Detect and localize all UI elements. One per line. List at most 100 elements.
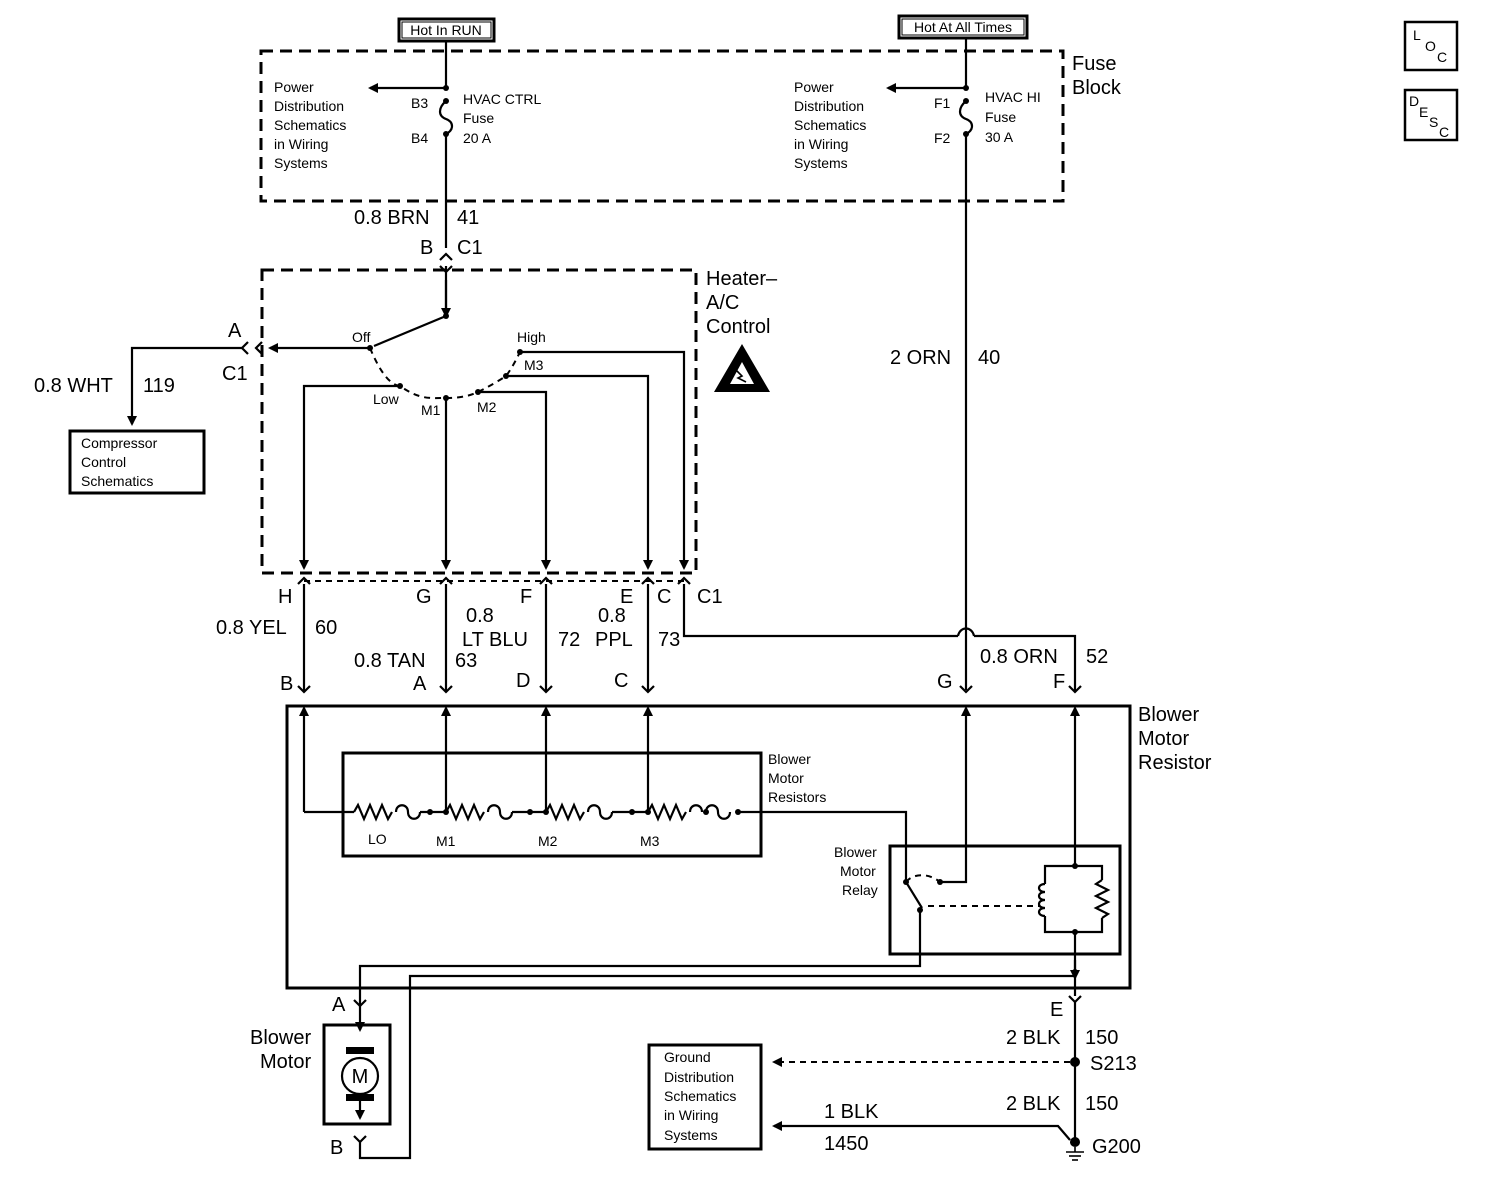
svg-text:Schematics: Schematics xyxy=(794,117,866,133)
svg-text:HVAC HI: HVAC HI xyxy=(985,89,1041,105)
svg-text:D: D xyxy=(516,670,530,692)
svg-text:A: A xyxy=(332,994,346,1016)
svg-text:Power: Power xyxy=(274,79,314,95)
blower-motor-resistor: Blower Motor Resistor Blower Motor Resis… xyxy=(285,704,1212,1160)
desc-button[interactable]: D E S C xyxy=(1403,88,1459,142)
svg-text:B3: B3 xyxy=(411,95,428,111)
wire-119-wht: A C1 0.8 WHT 119 xyxy=(34,320,263,426)
svg-text:B: B xyxy=(330,1137,343,1159)
svg-text:Relay: Relay xyxy=(842,882,878,898)
fuse-block: Fuse Block Power Distribution Schematics… xyxy=(259,38,1122,203)
svg-text:B: B xyxy=(420,237,433,259)
svg-text:Low: Low xyxy=(373,391,400,407)
svg-text:Fuse: Fuse xyxy=(985,109,1016,125)
svg-text:20 A: 20 A xyxy=(463,130,492,146)
svg-text:150: 150 xyxy=(1085,1093,1118,1115)
svg-text:C: C xyxy=(614,670,628,692)
hot-at-all-times-label: Hot At All Times xyxy=(897,14,1029,40)
svg-text:0.8 TAN: 0.8 TAN xyxy=(354,650,426,672)
svg-text:C: C xyxy=(1437,49,1447,65)
svg-text:Motor: Motor xyxy=(260,1051,311,1073)
svg-text:PPL: PPL xyxy=(595,629,633,651)
svg-text:Control: Control xyxy=(81,454,126,470)
power-distribution-ref-left[interactable]: Power Distribution Schematics in Wiring … xyxy=(274,79,346,171)
svg-text:2 BLK: 2 BLK xyxy=(1006,1027,1061,1049)
svg-text:Block: Block xyxy=(1072,77,1122,99)
svg-text:L: L xyxy=(1413,27,1421,43)
svg-text:B: B xyxy=(280,673,293,695)
svg-text:E: E xyxy=(1050,999,1063,1021)
svg-text:G: G xyxy=(937,671,953,693)
svg-text:A: A xyxy=(413,673,427,695)
svg-text:Hot At All Times: Hot At All Times xyxy=(914,19,1012,35)
svg-text:Systems: Systems xyxy=(664,1127,718,1143)
blower-resistor-connector: B A D C G F xyxy=(280,670,1082,695)
svg-text:Schematics: Schematics xyxy=(274,117,346,133)
svg-text:30 A: 30 A xyxy=(985,129,1014,145)
svg-text:2 BLK: 2 BLK xyxy=(1006,1093,1061,1115)
svg-text:72: 72 xyxy=(558,629,580,651)
hot-in-run-label: Hot In RUN xyxy=(397,17,496,43)
svg-text:Blower: Blower xyxy=(834,844,877,860)
svg-text:in Wiring: in Wiring xyxy=(274,136,328,152)
svg-text:H: H xyxy=(278,586,292,608)
svg-text:Motor: Motor xyxy=(768,770,804,786)
svg-text:40: 40 xyxy=(978,347,1000,369)
svg-text:C1: C1 xyxy=(222,363,248,385)
svg-text:0.8 WHT: 0.8 WHT xyxy=(34,375,113,397)
loc-button[interactable]: L O C xyxy=(1403,20,1459,72)
svg-text:D: D xyxy=(1409,93,1419,109)
wire-63-tan: 0.8 TAN 63 xyxy=(354,584,477,692)
svg-text:O: O xyxy=(1425,38,1436,54)
blower-motor: Blower Motor A B M xyxy=(250,994,392,1159)
heater-control-c1-connector: H G F E C C1 xyxy=(278,576,723,608)
hvac-hi-fuse: F1 F2 HVAC HI Fuse 30 A xyxy=(886,38,1041,146)
svg-text:M2: M2 xyxy=(477,399,497,415)
svg-text:F: F xyxy=(1053,671,1065,693)
svg-text:Distribution: Distribution xyxy=(274,98,344,114)
svg-text:1450: 1450 xyxy=(824,1133,869,1155)
svg-text:Systems: Systems xyxy=(794,155,848,171)
svg-text:60: 60 xyxy=(315,617,337,639)
svg-text:C: C xyxy=(657,586,671,608)
svg-text:in Wiring: in Wiring xyxy=(794,136,848,152)
svg-text:Blower: Blower xyxy=(250,1027,311,1049)
svg-text:73: 73 xyxy=(658,629,680,651)
svg-text:Fuse: Fuse xyxy=(1072,53,1116,75)
svg-text:F: F xyxy=(520,586,532,608)
svg-text:in Wiring: in Wiring xyxy=(664,1107,718,1123)
power-distribution-ref-right[interactable]: Power Distribution Schematics in Wiring … xyxy=(794,79,866,171)
svg-text:C: C xyxy=(1439,124,1449,140)
svg-text:Fuse: Fuse xyxy=(463,110,494,126)
svg-text:M3: M3 xyxy=(524,357,544,373)
svg-text:63: 63 xyxy=(455,650,477,672)
hvac-ctrl-fuse: B3 B4 HVAC CTRL Fuse 20 A xyxy=(368,41,542,146)
wire-73-ppl: 0.8 PPL 73 xyxy=(595,584,680,692)
svg-text:LT BLU: LT BLU xyxy=(462,629,528,651)
ground-distribution-ref[interactable]: Ground Distribution Schematics in Wiring… xyxy=(647,1043,763,1151)
svg-text:HVAC CTRL: HVAC CTRL xyxy=(463,91,542,107)
svg-text:Schematics: Schematics xyxy=(664,1088,736,1104)
svg-text:E: E xyxy=(1419,104,1428,120)
svg-text:0.8 ORN: 0.8 ORN xyxy=(980,646,1058,668)
svg-text:Ground: Ground xyxy=(664,1049,711,1065)
svg-text:Motor: Motor xyxy=(840,863,876,879)
svg-text:Distribution: Distribution xyxy=(794,98,864,114)
svg-text:119: 119 xyxy=(143,375,175,397)
svg-text:F2: F2 xyxy=(934,130,951,146)
compressor-control-ref[interactable]: Compressor Control Schematics xyxy=(68,429,206,495)
svg-text:Heater–: Heater– xyxy=(706,268,778,290)
wire-41-brn: 0.8 BRN 41 B C1 xyxy=(354,134,483,318)
svg-text:A/C: A/C xyxy=(706,292,739,314)
svg-text:M1: M1 xyxy=(421,402,441,418)
svg-text:Motor: Motor xyxy=(1138,728,1189,750)
svg-text:Systems: Systems xyxy=(274,155,328,171)
svg-text:Schematics: Schematics xyxy=(81,473,153,489)
svg-text:B4: B4 xyxy=(411,130,428,146)
ground-circuit: E 2 BLK 150 S213 2 BLK 150 G200 1 BLK 14… xyxy=(772,995,1141,1161)
svg-text:2 ORN: 2 ORN xyxy=(890,347,951,369)
svg-text:A: A xyxy=(228,320,242,342)
svg-text:Off: Off xyxy=(352,329,371,345)
svg-text:0.8: 0.8 xyxy=(466,605,494,627)
esd-warning-icon xyxy=(714,344,770,392)
